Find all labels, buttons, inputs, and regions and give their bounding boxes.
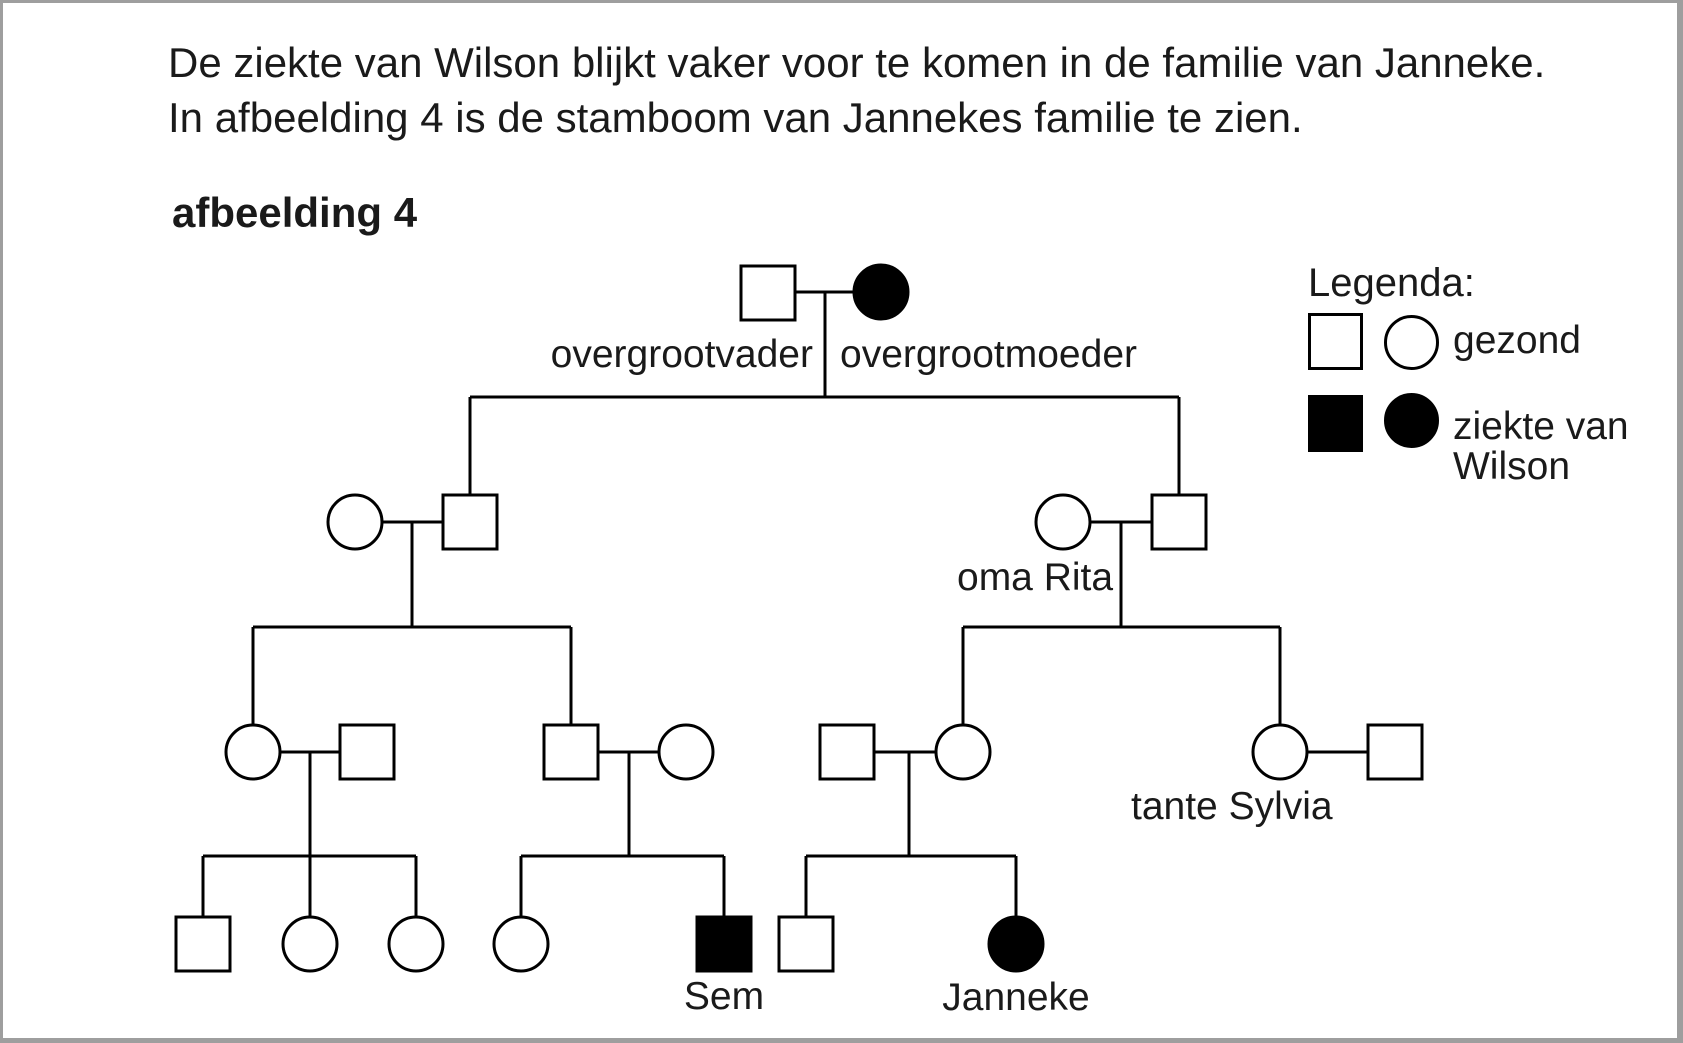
legend-affected-square-icon — [1308, 395, 1363, 452]
intro-paragraph: De ziekte van Wilson blijkt vaker voor t… — [168, 35, 1545, 145]
legend-healthy-label: gezond — [1453, 319, 1581, 362]
pedigree-node-oma-rita — [1034, 493, 1092, 551]
pedigree-label-sem: Sem — [684, 975, 764, 1018]
pedigree-node-gen4-daughter-2 — [387, 915, 445, 973]
pedigree-node-gen2-left-wife — [326, 493, 384, 551]
legend-affected-label-line-1: ziekte van — [1453, 405, 1629, 448]
figure-caption: afbeelding 4 — [172, 189, 418, 236]
intro-line-2: In afbeelding 4 is de stamboom van Janne… — [168, 94, 1303, 141]
legend-affected-label: ziekte van Wilson — [1453, 407, 1629, 487]
pedigree-node-gen3-wife-b — [657, 723, 715, 781]
pedigree-label-overgrootmoeder: overgrootmoeder — [840, 333, 1137, 376]
pedigree-node-sem — [695, 915, 753, 973]
pedigree-node-overgrootvader — [739, 264, 797, 322]
pedigree-node-janneke — [987, 915, 1045, 973]
pedigree-label-tante-sylvia: tante Sylvia — [1131, 785, 1333, 828]
pedigree-node-gen2-right-son — [1150, 493, 1208, 551]
pedigree-node-janneke-father — [818, 723, 876, 781]
legend-healthy-square-icon — [1308, 313, 1363, 370]
pedigree-node-gen3-daughter-a — [224, 723, 282, 781]
pedigree-node-gen3-son-b — [542, 723, 600, 781]
pedigree-node-gen4-daughter-3 — [492, 915, 550, 973]
pedigree-node-gen4-daughter-1 — [281, 915, 339, 973]
legend-title: Legenda: — [1308, 261, 1475, 305]
pedigree-node-gen2-left-son — [441, 493, 499, 551]
pedigree-node-gen4-son-2 — [777, 915, 835, 973]
legend-affected-circle-icon — [1384, 393, 1439, 448]
pedigree-label-oma-rita: oma Rita — [957, 556, 1113, 599]
pedigree-node-gen4-son-1 — [174, 915, 232, 973]
legend-affected-label-line-2: Wilson — [1453, 445, 1571, 488]
intro-line-1: De ziekte van Wilson blijkt vaker voor t… — [168, 39, 1546, 86]
pedigree-label-janneke: Janneke — [942, 976, 1089, 1019]
pedigree-node-tante-sylvia — [1251, 723, 1309, 781]
legend-healthy-circle-icon — [1384, 315, 1439, 370]
pedigree-node-sylvia-husband — [1366, 723, 1424, 781]
pedigree-label-overgrootvader: overgrootvader — [551, 333, 813, 376]
pedigree-node-overgrootmoeder — [852, 263, 910, 321]
pedigree-chart: overgrootvader overgrootmoeder oma Rita tan… — [174, 263, 1424, 1019]
pedigree-node-janneke-mother — [934, 723, 992, 781]
pedigree-node-gen3-husband-a — [338, 723, 396, 781]
